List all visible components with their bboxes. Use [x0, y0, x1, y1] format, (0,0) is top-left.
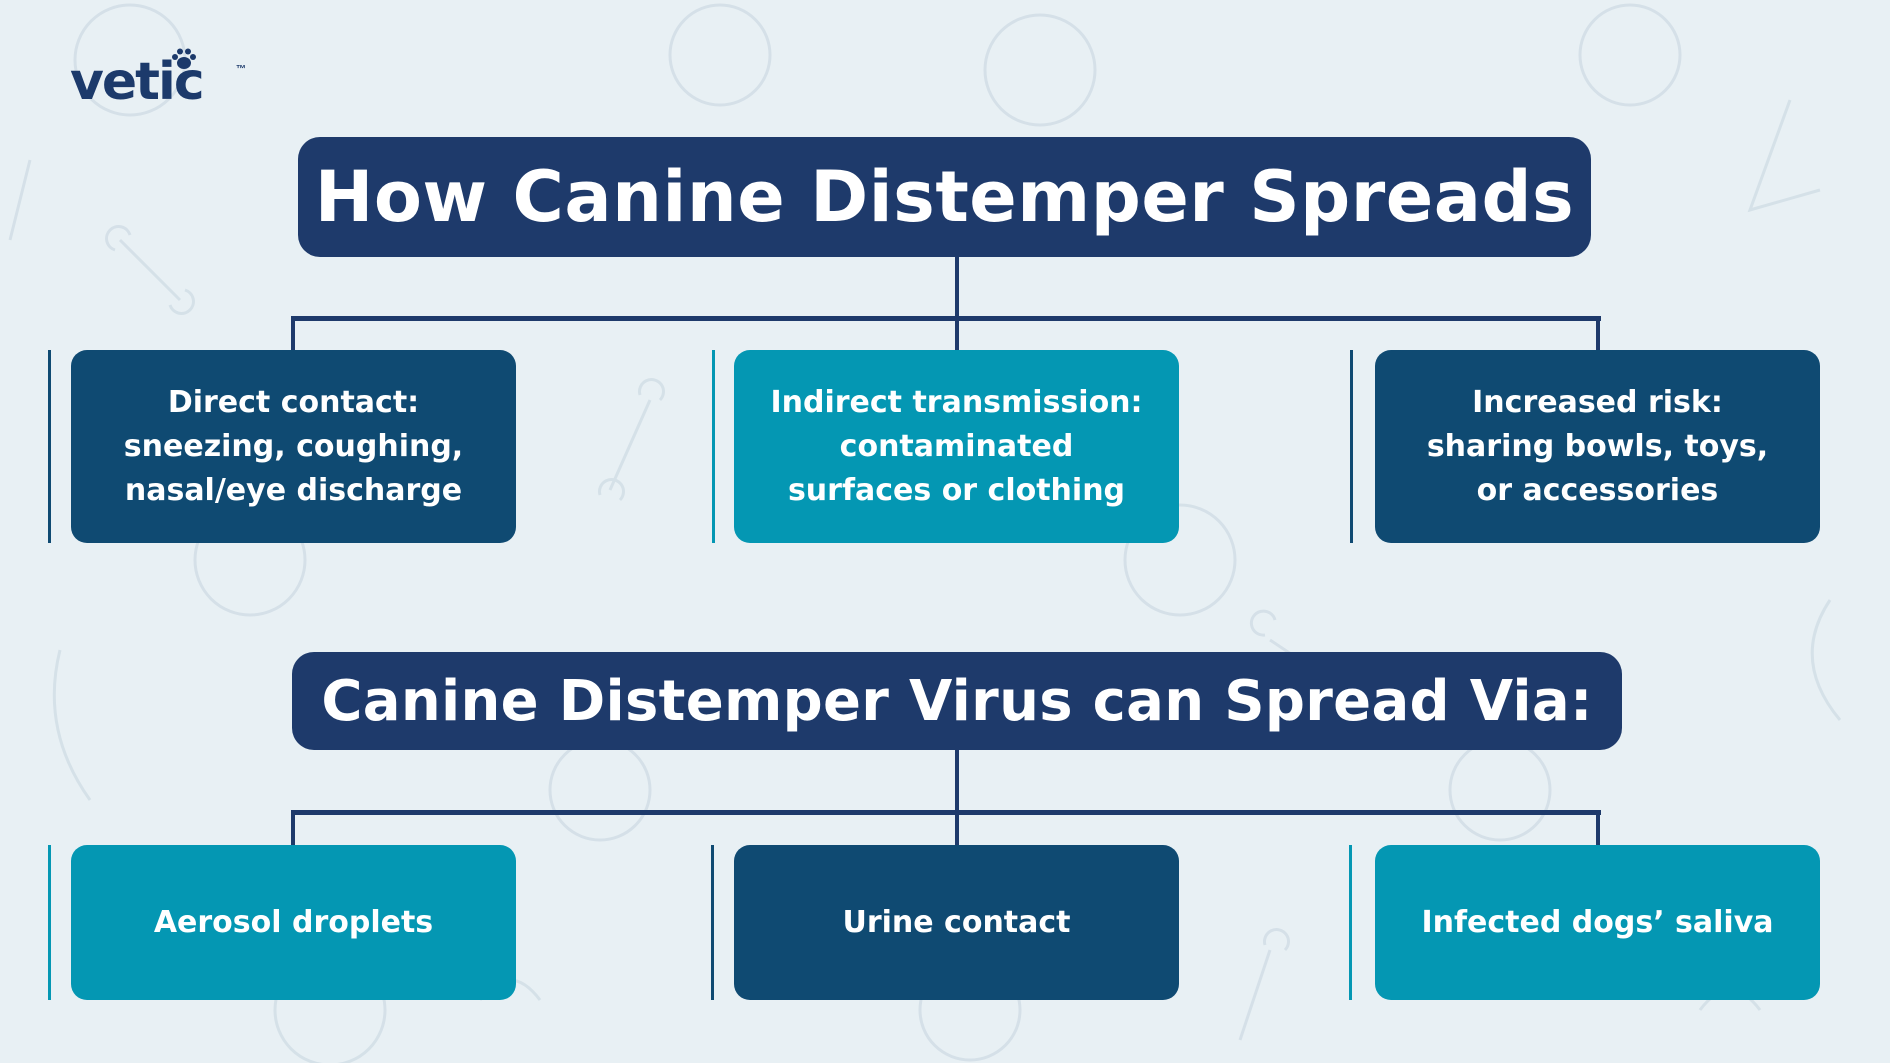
paw-icon — [172, 48, 196, 69]
accent-bar-s1-3 — [1350, 350, 1353, 543]
connector-s2-left — [291, 810, 295, 845]
box-text: Direct contact: sneezing, coughing, nasa… — [123, 384, 464, 508]
accent-bar-s2-1 — [48, 845, 51, 1000]
connector-s2-right — [1596, 810, 1600, 845]
connector-s1-right — [1596, 316, 1600, 350]
connector-s1-bar — [291, 316, 1601, 321]
spread-box-aerosol: Aerosol droplets — [71, 845, 516, 1000]
section1-title-text: How Canine Distemper Spreads — [314, 156, 1575, 238]
section1-title: How Canine Distemper Spreads — [298, 137, 1591, 257]
accent-bar-s1-1 — [48, 350, 51, 543]
accent-bar-s1-2 — [712, 350, 715, 543]
box-text: Increased risk: sharing bowls, toys, or … — [1426, 384, 1769, 508]
accent-bar-s2-3 — [1349, 845, 1352, 1000]
vetic-logo: vetic ™ — [70, 46, 260, 116]
connector-s2-trunk — [955, 750, 959, 845]
spread-box-saliva: Infected dogs’ saliva — [1375, 845, 1820, 1000]
connector-s1-left — [291, 316, 295, 350]
connector-s2-bar — [291, 810, 1601, 815]
box-text: Aerosol droplets — [153, 904, 434, 940]
section2-title-text: Canine Distemper Virus can Spread Via: — [321, 668, 1593, 734]
box-text: Infected dogs’ saliva — [1421, 904, 1774, 940]
transmission-box-indirect: Indirect transmission: contaminated surf… — [734, 350, 1179, 543]
transmission-box-direct-contact: Direct contact: sneezing, coughing, nasa… — [71, 350, 516, 543]
section2-title: Canine Distemper Virus can Spread Via: — [292, 652, 1622, 750]
accent-bar-s2-2 — [711, 845, 714, 1000]
transmission-box-increased-risk: Increased risk: sharing bowls, toys, or … — [1375, 350, 1820, 543]
box-text: Urine contact — [842, 904, 1071, 940]
box-text: Indirect transmission: contaminated surf… — [770, 384, 1143, 508]
connector-s1-trunk — [955, 257, 959, 350]
spread-box-urine: Urine contact — [734, 845, 1179, 1000]
trademark-symbol: ™ — [236, 64, 246, 75]
logo-wordmark: vetic — [70, 52, 205, 112]
